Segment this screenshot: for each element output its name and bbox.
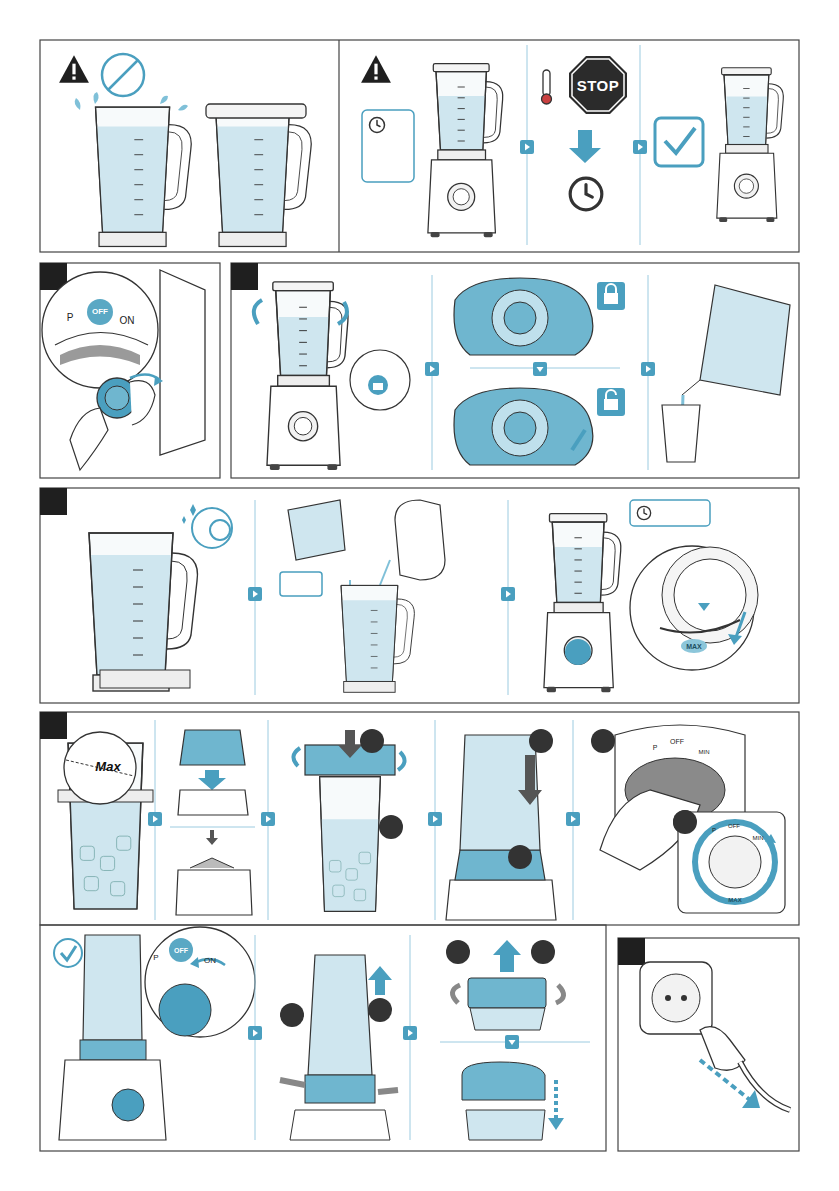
dial-position: OFF <box>670 738 684 745</box>
dial-position: MIN <box>753 835 764 841</box>
dial-position: ON <box>120 316 135 326</box>
dial-position: P <box>153 954 158 962</box>
dial-position: OFF <box>174 947 188 954</box>
dial-position: ON <box>204 957 216 965</box>
dial-position: OFF <box>728 823 740 829</box>
dial-position: OFF <box>92 308 108 316</box>
dial-position: P <box>653 744 658 751</box>
stop-sign: STOP <box>568 55 628 115</box>
dial-position: MIN <box>699 749 710 755</box>
stop-text: STOP <box>568 55 628 115</box>
max-mark: Max <box>95 760 120 773</box>
dial-position: P <box>712 827 716 833</box>
dial-position: MAX <box>686 643 702 650</box>
dial-position: P <box>67 313 74 323</box>
dial-position: MAX <box>728 897 741 903</box>
